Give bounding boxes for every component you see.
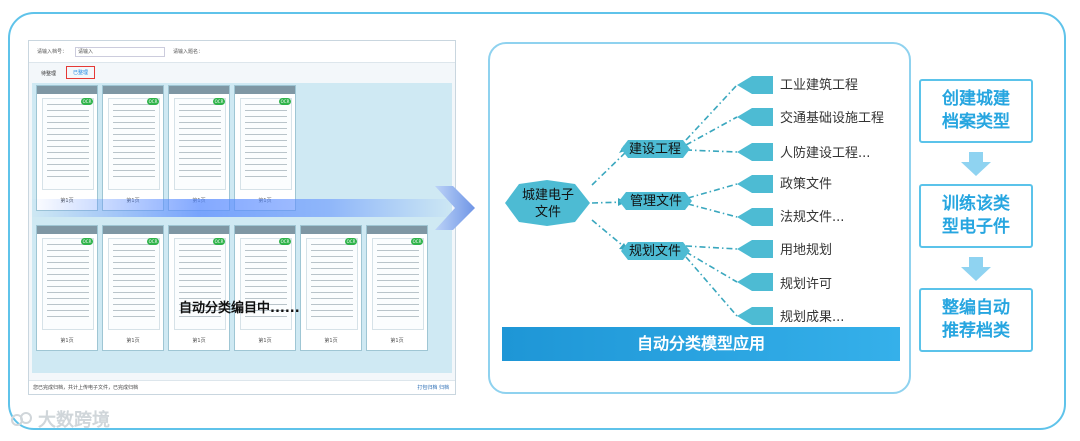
watermark-text: 大数跨境 bbox=[38, 410, 110, 431]
leaf-land-use: 用地规划 bbox=[780, 243, 833, 258]
processing-text: 自动分类编目中...... bbox=[179, 301, 300, 316]
branch-management: 管理文件 bbox=[629, 193, 682, 209]
card-header bbox=[235, 86, 295, 94]
leaf-results: 规划成果... bbox=[780, 310, 845, 325]
tab-organized[interactable]: 已整理 bbox=[66, 66, 96, 79]
document-thumbnail bbox=[372, 238, 424, 330]
document-thumbnail bbox=[108, 238, 160, 330]
branch-construction: 建设工程 bbox=[628, 141, 681, 157]
root-node-shape bbox=[505, 180, 590, 226]
leaf-tag-shape bbox=[737, 175, 773, 193]
tab-pending[interactable]: 待整理 bbox=[41, 71, 57, 77]
leaf-tag-shape bbox=[737, 273, 773, 291]
document-grid: OCR第1页OCR第1页OCR第1页OCR第1页OCR第1页OCR第1页OCR第… bbox=[32, 83, 452, 373]
step-train-type: 训练该类型电子件 bbox=[919, 184, 1033, 248]
card-header bbox=[169, 86, 229, 94]
leaf-regulation: 法规文件... bbox=[780, 210, 845, 225]
search-label-title: 请输入题名： bbox=[173, 49, 204, 55]
ocr-badge: OCR bbox=[147, 238, 159, 245]
card-header bbox=[367, 226, 427, 234]
leaf-tag-shape bbox=[737, 108, 773, 126]
document-card[interactable]: OCR 第1页 bbox=[102, 225, 164, 351]
card-page-label: 第1页 bbox=[60, 338, 74, 344]
step-create-type: 创建城建档案类型 bbox=[919, 79, 1033, 143]
ocr-badge: OCR bbox=[279, 98, 291, 105]
leaf-tag-shape bbox=[737, 240, 773, 258]
archive-app-screenshot: 请输入档号： 请输入 请输入题名： 待整理 已整理 OCR 第1页 OCR 第1页 OC… bbox=[28, 40, 456, 395]
leaf-tag-shape bbox=[737, 76, 773, 94]
card-page-label: 第1页 bbox=[126, 338, 140, 344]
down-arrow-icon bbox=[961, 152, 991, 176]
ocr-badge: OCR bbox=[411, 238, 423, 245]
branch-planning: 规划文件 bbox=[628, 243, 681, 259]
logo-icon bbox=[11, 412, 32, 426]
leaf-permit: 规划许可 bbox=[780, 277, 833, 292]
leaf-industrial: 工业建筑工程 bbox=[780, 78, 859, 93]
card-header bbox=[235, 226, 295, 234]
search-bar: 请输入档号： 请输入 请输入题名： bbox=[29, 41, 455, 63]
ocr-badge: OCR bbox=[279, 238, 291, 245]
watermark: 大数跨境 bbox=[10, 406, 110, 432]
search-label-archive-no: 请输入档号： bbox=[37, 49, 68, 55]
down-arrow-icon bbox=[961, 257, 991, 281]
card-page-label: 第1页 bbox=[258, 338, 272, 344]
ocr-badge: OCR bbox=[81, 98, 93, 105]
root-node-label: 城建电子 文件 bbox=[521, 188, 574, 220]
document-thumbnail bbox=[240, 238, 292, 330]
scan-glow bbox=[29, 199, 455, 217]
leaf-tag-shape bbox=[737, 307, 773, 325]
footer-actions[interactable]: 打包归档 归档 bbox=[417, 385, 449, 391]
card-header bbox=[37, 226, 97, 234]
footer-status-text: 您已完成归档，共计上传电子文件，已完成归档 bbox=[33, 385, 139, 391]
card-header bbox=[301, 226, 361, 234]
document-thumbnail bbox=[174, 238, 226, 330]
tab-bar: 待整理 已整理 bbox=[29, 63, 455, 79]
document-thumbnail bbox=[42, 98, 94, 190]
card-page-label: 第1页 bbox=[324, 338, 338, 344]
ocr-badge: OCR bbox=[147, 98, 159, 105]
document-card[interactable]: OCR 第1页 bbox=[168, 225, 230, 351]
leaf-transport: 交通基础设施工程 bbox=[780, 111, 885, 126]
card-page-label: 第1页 bbox=[192, 338, 206, 344]
leaf-civil-defense: 人防建设工程... bbox=[780, 146, 871, 161]
document-card[interactable]: OCR 第1页 bbox=[300, 225, 362, 351]
card-header bbox=[103, 226, 163, 234]
leaf-tag-shape bbox=[737, 143, 773, 161]
right-arrow-icon bbox=[435, 186, 475, 230]
status-footer: 您已完成归档，共计上传电子文件，已完成归档 打包归档 归档 bbox=[29, 380, 455, 394]
document-thumbnail bbox=[108, 98, 160, 190]
ocr-badge: OCR bbox=[213, 238, 225, 245]
model-banner: 自动分类模型应用 bbox=[502, 327, 900, 361]
card-page-label: 第1页 bbox=[390, 338, 404, 344]
leaf-policy: 政策文件 bbox=[780, 177, 833, 192]
document-card[interactable]: OCR 第1页 bbox=[366, 225, 428, 351]
ocr-badge: OCR bbox=[81, 238, 93, 245]
document-card[interactable]: OCR 第1页 bbox=[234, 225, 296, 351]
search-input-archive-no[interactable]: 请输入 bbox=[75, 46, 166, 57]
document-thumbnail bbox=[240, 98, 292, 190]
leaf-tag-shape bbox=[737, 208, 773, 226]
document-card[interactable]: OCR 第1页 bbox=[36, 225, 98, 351]
document-thumbnail bbox=[306, 238, 358, 330]
ocr-badge: OCR bbox=[213, 98, 225, 105]
step-auto-recommend: 整编自动推荐档类 bbox=[919, 288, 1033, 352]
ocr-badge: OCR bbox=[345, 238, 357, 245]
document-thumbnail bbox=[174, 98, 226, 190]
card-header bbox=[37, 86, 97, 94]
document-thumbnail bbox=[42, 238, 94, 330]
card-header bbox=[103, 86, 163, 94]
card-header bbox=[169, 226, 229, 234]
